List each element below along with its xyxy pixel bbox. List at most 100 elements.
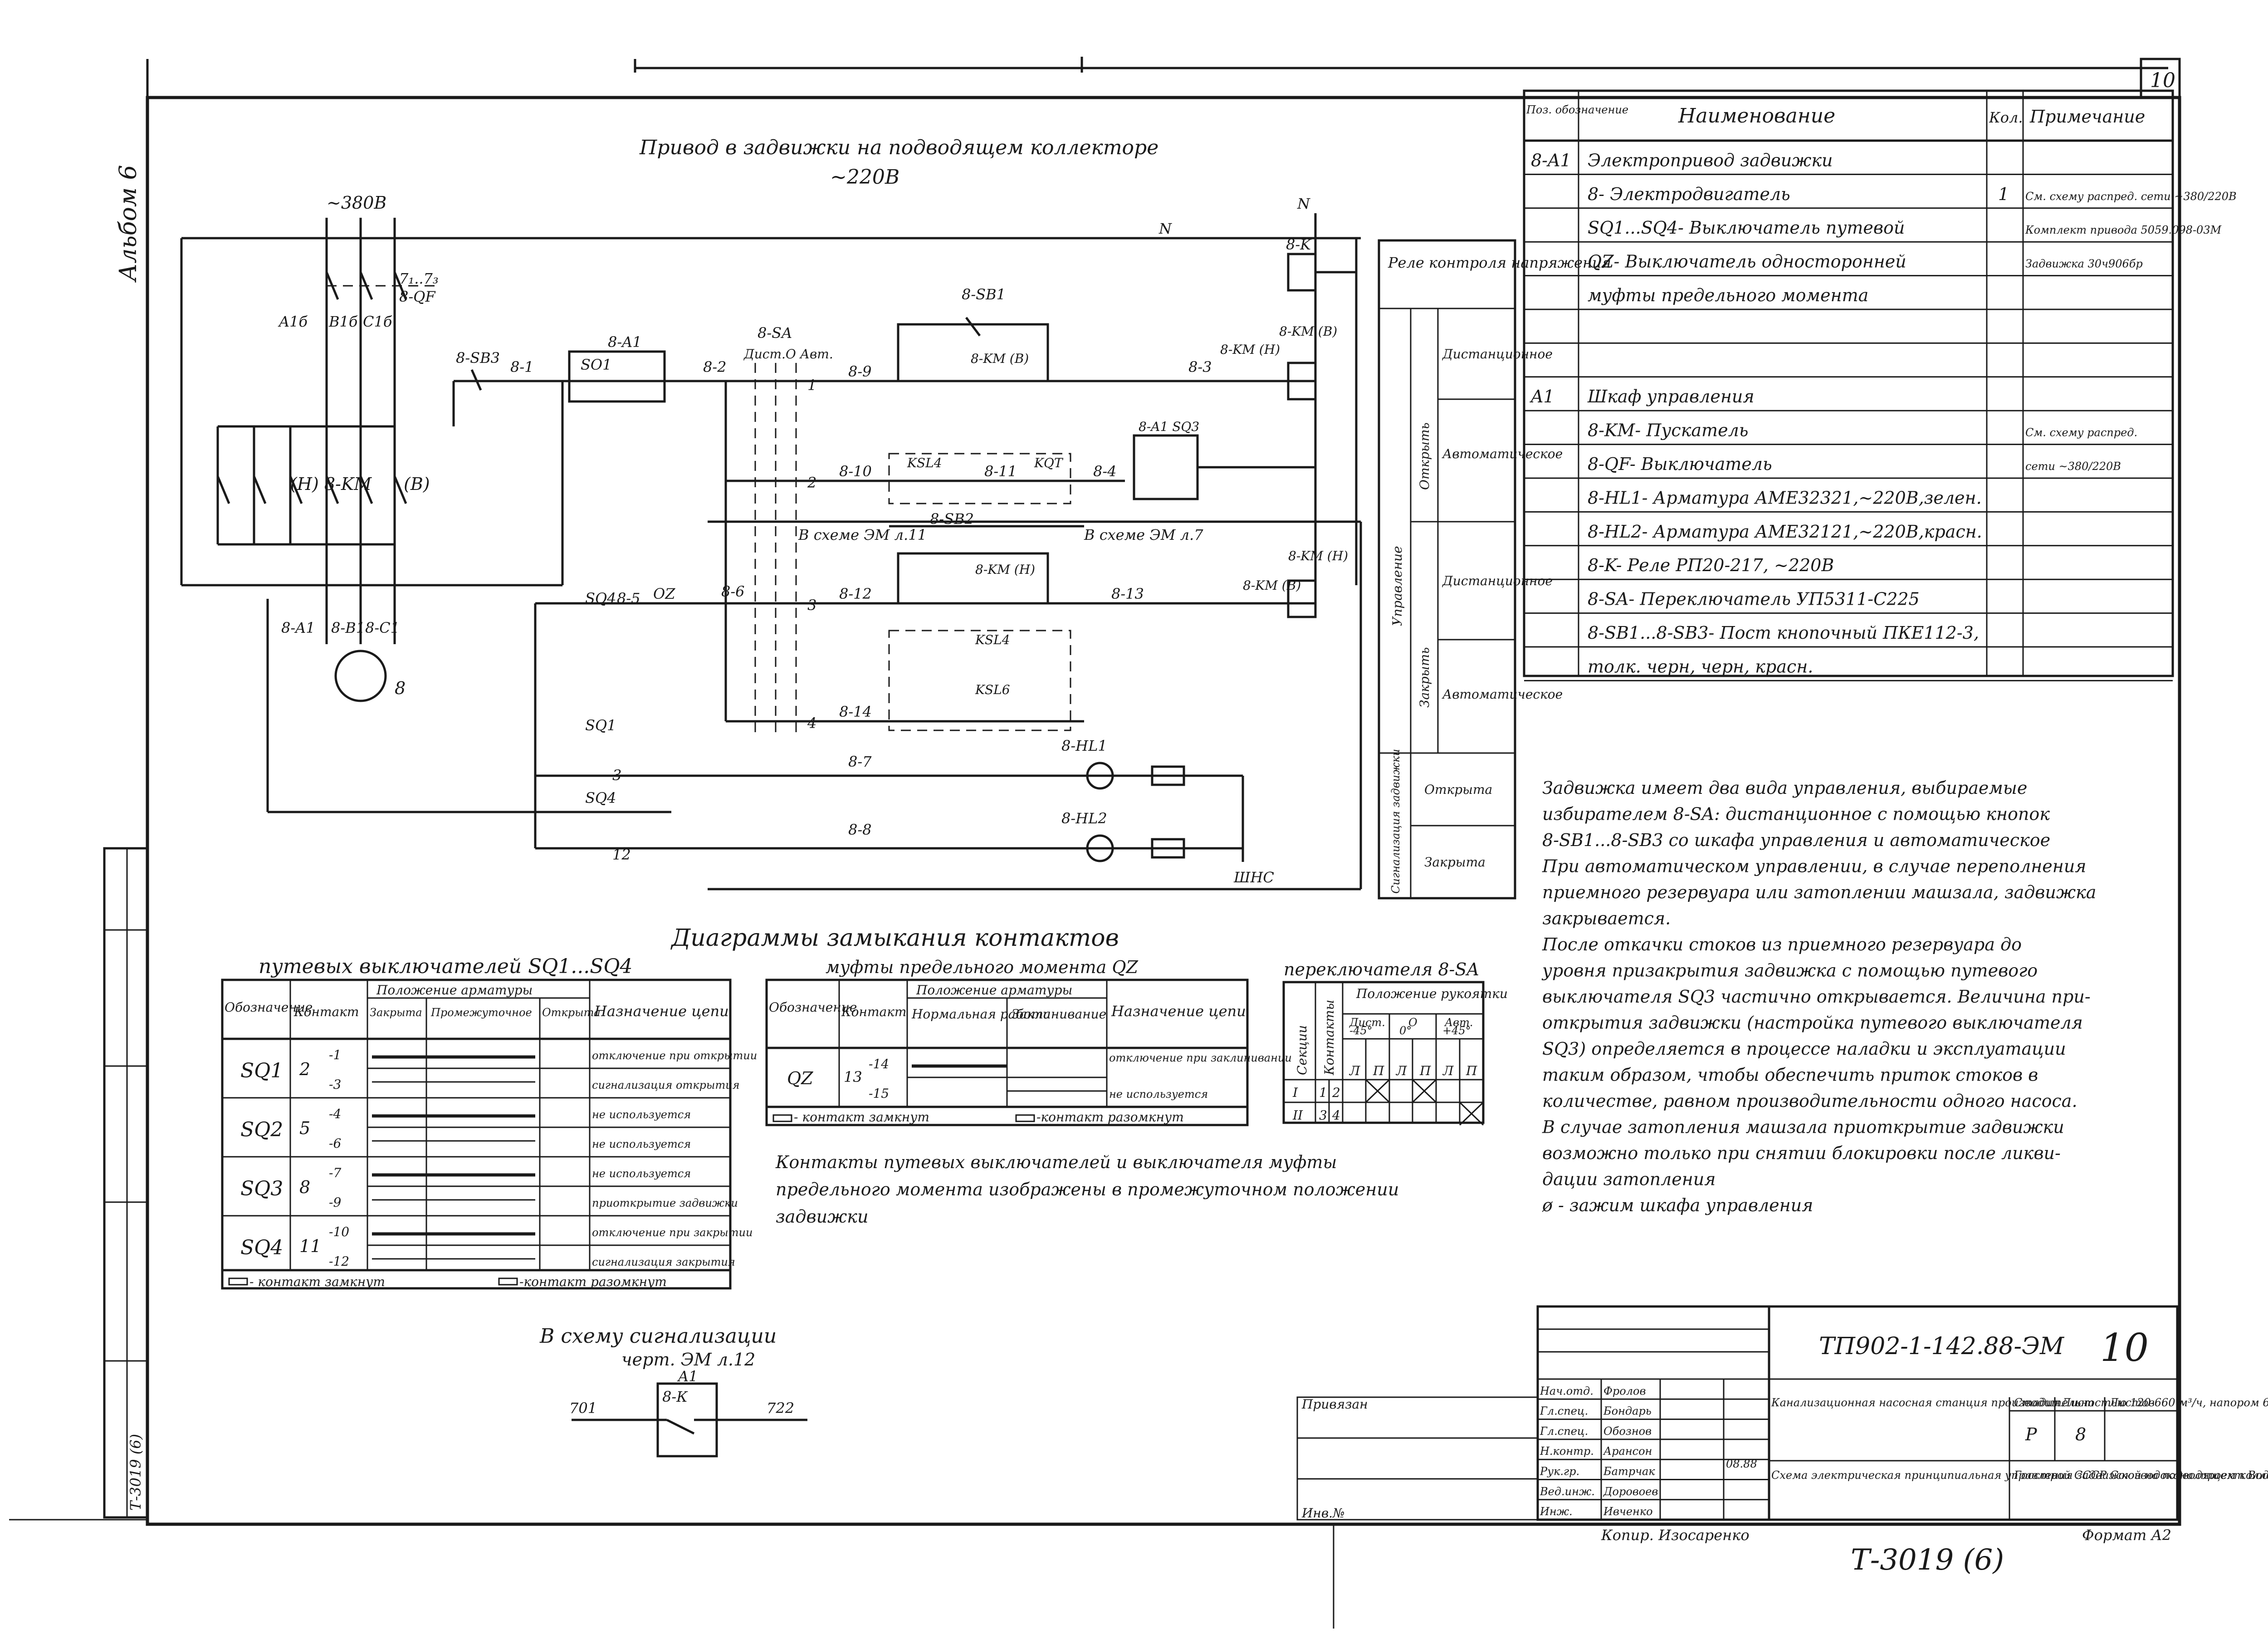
people-name: Батрчак: [1603, 1465, 1655, 1478]
stage-header: Стадия: [2014, 1396, 2060, 1409]
org-text: Госстрой СССР Союзводоканалпроект Водока…: [2014, 1469, 2268, 1482]
ksl4b-label: KSL4: [975, 632, 1010, 647]
selector-section: II: [1292, 1108, 1303, 1123]
signal-ref-relay: 8-К: [662, 1388, 688, 1405]
km-coil-h-label: 8-KM (H): [1288, 548, 1348, 563]
clutch-purpose-1: отключение при заклинивании: [1109, 1052, 1292, 1064]
selector-diagram: переключателя 8-SA Секции Контакты Полож…: [1282, 959, 1508, 1126]
limit-h-desig: Обозначение: [225, 1000, 313, 1015]
selector-lp: Л: [1442, 1063, 1454, 1078]
limit-legend-closed: - контакт замкнут: [249, 1274, 385, 1289]
clutch-purpose-2: не используется: [1109, 1088, 1208, 1101]
mode-open-remote: Дистанционное: [1442, 347, 1553, 362]
mode-close-remote: Дистанционное: [1442, 573, 1553, 588]
spec-name: SQ1...SQ4- Выключатель путевой: [1588, 218, 1905, 238]
sel-h-zero: О: [1408, 1016, 1418, 1029]
note-line: SQ3) определяется в процессе наладки и э…: [1542, 1039, 2066, 1059]
sheet-value: 8: [2075, 1424, 2086, 1444]
signal-open: Открыта: [1424, 782, 1492, 797]
limit-purpose: отключение при закрытии: [592, 1226, 753, 1239]
km-h-coil: [1287, 579, 1317, 618]
limit-sw: SQ1: [240, 1059, 283, 1082]
footer-stamp: Т-3019 (6): [1851, 1543, 2004, 1577]
kqt-label: KQT: [1034, 455, 1064, 470]
signal-ref-line1: В схему сигнализации: [539, 1325, 777, 1348]
mode-table-header: Реле контроля напряжения: [1388, 254, 1611, 271]
limit-pin: -7: [329, 1165, 341, 1180]
motor-label: 8: [395, 678, 406, 698]
sb3-label: 8-SB3: [456, 349, 500, 367]
note-line: таким образом, чтобы обеспечить приток с…: [1542, 1065, 2038, 1085]
km-b-coil: [1287, 362, 1317, 401]
node-810: 8-10: [839, 463, 872, 480]
a1-box-label: 8-A1 SQ3: [1139, 419, 1199, 434]
spec-name: 8- Электродвигатель: [1588, 184, 1790, 204]
mode-table: Реле контроля напряжения Дистанционное А…: [1378, 239, 1611, 900]
km-b-label: 8-KM (B): [971, 351, 1029, 366]
spec-note: См. схему распред.: [2025, 426, 2137, 439]
selector-lp: Л: [1395, 1063, 1407, 1078]
wire-3b: 3: [612, 767, 621, 784]
mode-close-auto: Автоматическое: [1442, 687, 1563, 702]
spec-pos: 8-A1: [1531, 150, 1571, 170]
people-role: Нач.отд.: [1540, 1384, 1593, 1397]
signal-ref-left: 701: [569, 1399, 597, 1417]
people-role: Гл.спец.: [1540, 1425, 1588, 1438]
sq1-label: SQ1: [585, 717, 616, 734]
wire-12: 12: [612, 846, 631, 863]
selector-lp: П: [1466, 1063, 1477, 1078]
clutch-h-contact: Контакт: [841, 1004, 907, 1019]
stage-value: Р: [2025, 1424, 2038, 1444]
people-name: Ивченко: [1603, 1505, 1653, 1518]
selector-lp: П: [1419, 1063, 1431, 1078]
notes-block: Задвижка имеет два вида управления, выби…: [1541, 778, 2096, 1215]
selector-angle: +45°: [1442, 1024, 1471, 1037]
relay-k-coil: [1287, 253, 1317, 292]
drawing-text: Схема электрическая принципиальная управ…: [1771, 1469, 2268, 1482]
drawing-voltage: ~220В: [830, 166, 899, 189]
note-line: Задвижка имеет два вида управления, выби…: [1542, 778, 2027, 798]
sheet-header: Лист: [2061, 1396, 2094, 1409]
limit-pin: -4: [329, 1106, 341, 1121]
limit-h-position: Положение арматуры: [376, 983, 533, 998]
limit-pin: -1: [329, 1047, 341, 1062]
spec-note: Задвижка 30ч906бр: [2025, 258, 2143, 270]
footnote-line: Контакты путевых выключателей и выключат…: [775, 1152, 1337, 1172]
title-block: ТП902-1-142.88-ЭМ 10 Привязан Инв.№ Нач.…: [1296, 1305, 2268, 1521]
note-line: открытия задвижки (настройка путевого вы…: [1542, 1013, 2083, 1033]
selector-mark: [1459, 1101, 1484, 1126]
selector-mark: [1365, 1079, 1390, 1103]
note-line: выключателя SQ3 частично открывается. Ве…: [1542, 987, 2091, 1007]
drawing-title: Привод в задвижки на подводящем коллекто…: [639, 136, 1158, 159]
node-88: 8-8: [848, 821, 872, 838]
limit-subtitle: путевых выключателей SQ1...SQ4: [259, 955, 632, 978]
note-line: приемного резервуара или затоплении машз…: [1542, 882, 2096, 902]
motor-symbol: [334, 650, 387, 702]
node-811: 8-11: [984, 463, 1017, 480]
diagrams-title: Диаграммы замыкания контактов: [670, 925, 1119, 952]
spec-name: 8-SB1...8-SB3- Пост кнопочный ПКЕ112-3,: [1588, 623, 1979, 643]
relay-k-label: 8-K: [1286, 236, 1312, 253]
note-line: ø - зажим шкафа управления: [1542, 1195, 1813, 1215]
people-role: Гл.спец.: [1540, 1405, 1588, 1418]
limit-purpose: не используется: [592, 1167, 691, 1180]
spec-table: Поз. обозначение Наименование Кол. Приме…: [1523, 89, 2237, 681]
node-85: 8-5: [617, 590, 640, 607]
km-h2-label: 8-KM (H): [975, 562, 1035, 577]
people-role: Н.контр.: [1540, 1445, 1594, 1458]
people-name: Доровоев: [1603, 1485, 1658, 1498]
limit-h-mid: Промежуточное: [430, 1006, 532, 1019]
clutch-h-normal: Нормальная работа: [911, 1007, 1051, 1022]
limit-legend-open: -контакт разомкнут: [519, 1274, 667, 1289]
clutch-subtitle: муфты предельного момента QZ: [826, 957, 1138, 977]
power-circuit: ~380В 7₁..7₃ 8-QF A1б B1б C1б (H) 8-KM (…: [180, 193, 1361, 813]
control-circuit: N N 8-K 8-SB3 8-1 8-A1 SO1 8-SA Дист.О А…: [452, 195, 1362, 890]
signal-closed: Закрыта: [1424, 855, 1486, 870]
node-86: 8-6: [721, 583, 745, 600]
wire-4: 4: [807, 714, 816, 732]
album-label: Альбом 6: [115, 165, 142, 283]
clutch-sw: QZ: [787, 1068, 813, 1088]
signal-reference: В схему сигнализации черт. ЭМ л.12 A1 8-…: [539, 1325, 807, 1458]
